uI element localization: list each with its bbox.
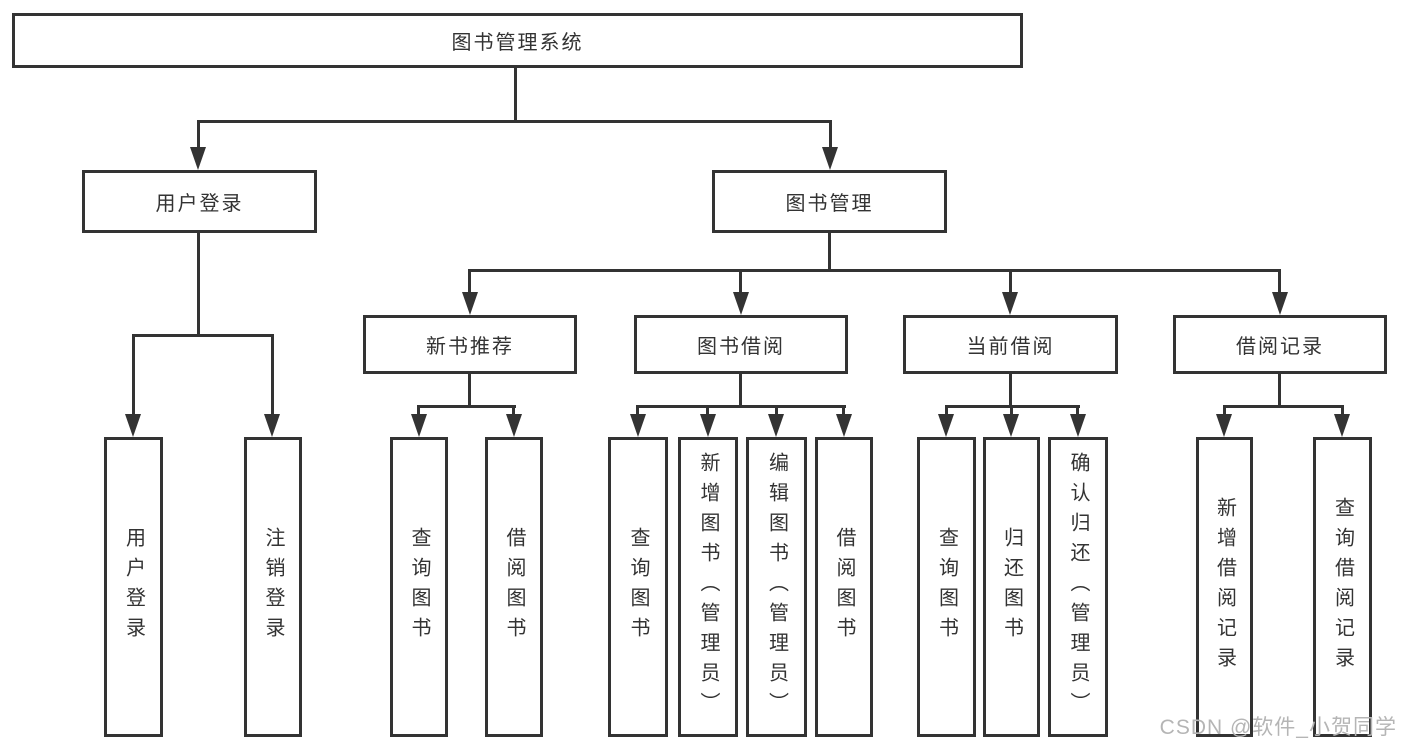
arrow-down-icon xyxy=(1272,292,1288,315)
connector-vline xyxy=(829,120,832,148)
connector-vline xyxy=(197,120,200,148)
node-label: 借阅图书 xyxy=(503,527,525,647)
connector-hline xyxy=(197,120,832,123)
node-borrowing-records: 借阅记录 xyxy=(1173,315,1387,374)
connector-vline xyxy=(706,405,709,416)
node-label: 查询图书 xyxy=(627,527,649,647)
node-label: 新增借阅记录 xyxy=(1213,497,1236,677)
node-label: 图书借阅 xyxy=(697,336,785,358)
arrow-down-icon xyxy=(768,414,784,437)
node-current-borrowing: 当前借阅 xyxy=(903,315,1118,374)
node-library-management-system: 图书管理系统 xyxy=(12,13,1023,68)
connector-vline xyxy=(514,68,517,122)
connector-vline xyxy=(636,405,639,416)
node-label: 图书管理 xyxy=(785,193,874,215)
connector-vline xyxy=(417,405,420,416)
arrow-down-icon xyxy=(733,292,749,315)
node-query-borrow-record: 查询借阅记录 xyxy=(1313,437,1372,737)
connector-vline xyxy=(945,405,948,416)
node-book-management: 图书管理 xyxy=(712,170,947,233)
arrow-down-icon xyxy=(630,414,646,437)
arrow-down-icon xyxy=(506,414,522,437)
node-label: 用户登录 xyxy=(155,193,244,215)
node-label: 借阅记录 xyxy=(1236,336,1324,358)
node-label: 新书推荐 xyxy=(426,336,514,358)
connector-vline xyxy=(468,374,471,408)
node-label: 新增图书（管理员） xyxy=(697,452,719,722)
node-label: 用户登录 xyxy=(122,527,145,647)
connector-vline xyxy=(828,233,831,272)
node-label: 编辑图书（管理员） xyxy=(765,452,788,722)
node-logout: 注销登录 xyxy=(244,437,302,737)
arrow-down-icon xyxy=(125,414,141,437)
node-user-login: 用户登录 xyxy=(82,170,317,233)
arrow-down-icon xyxy=(1334,414,1350,437)
node-confirm-return-admin: 确认归还（管理员） xyxy=(1048,437,1108,737)
connector-vline xyxy=(739,269,742,294)
connector-vline xyxy=(1278,374,1281,408)
connector-vline xyxy=(468,269,471,294)
connector-hline xyxy=(636,405,846,408)
arrow-down-icon xyxy=(822,147,838,170)
node-new-book-recommendation: 新书推荐 xyxy=(363,315,577,374)
connector-vline xyxy=(512,405,515,416)
arrow-down-icon xyxy=(1216,414,1232,437)
arrow-down-icon xyxy=(1070,414,1086,437)
connector-vline xyxy=(1009,374,1012,408)
arrow-down-icon xyxy=(1002,292,1018,315)
connector-vline xyxy=(842,405,845,416)
node-user-login-leaf: 用户登录 xyxy=(104,437,163,737)
node-label: 查询图书 xyxy=(408,527,430,647)
connector-hline xyxy=(1223,405,1344,408)
node-book-borrowing: 图书借阅 xyxy=(634,315,848,374)
arrow-down-icon xyxy=(411,414,427,437)
connector-hline xyxy=(417,405,516,408)
node-label: 借阅图书 xyxy=(833,527,855,647)
connector-vline xyxy=(132,334,135,416)
connector-vline xyxy=(1341,405,1344,416)
node-label: 当前借阅 xyxy=(966,336,1055,358)
connector-hline xyxy=(468,269,1281,272)
arrow-down-icon xyxy=(190,147,206,170)
connector-vline xyxy=(271,334,274,416)
csdn-watermark: CSDN @软件_小贺同学 xyxy=(1159,716,1397,739)
node-add-books-admin: 新增图书（管理员） xyxy=(678,437,738,737)
node-label: 归还图书 xyxy=(1000,527,1023,647)
arrow-down-icon xyxy=(938,414,954,437)
connector-vline xyxy=(197,233,200,337)
arrow-down-icon xyxy=(1003,414,1019,437)
connector-vline xyxy=(775,405,778,416)
node-label: 图书管理系统 xyxy=(451,32,584,54)
node-label: 注销登录 xyxy=(262,527,284,647)
connector-vline xyxy=(1009,269,1012,294)
node-label: 确认归还（管理员） xyxy=(1067,452,1089,722)
connector-hline xyxy=(132,334,274,337)
node-borrow-books-borrowing: 借阅图书 xyxy=(815,437,873,737)
arrow-down-icon xyxy=(462,292,478,315)
connector-vline xyxy=(1076,405,1079,416)
node-label: 查询图书 xyxy=(935,527,958,647)
connector-vline xyxy=(1010,405,1013,416)
node-query-books-current: 查询图书 xyxy=(917,437,976,737)
connector-vline xyxy=(1278,269,1281,294)
node-label: 查询借阅记录 xyxy=(1331,497,1354,677)
arrow-down-icon xyxy=(700,414,716,437)
node-add-borrow-record: 新增借阅记录 xyxy=(1196,437,1253,737)
arrow-down-icon xyxy=(264,414,280,437)
node-borrow-books-recommend: 借阅图书 xyxy=(485,437,543,737)
arrow-down-icon xyxy=(836,414,852,437)
node-query-books-borrowing: 查询图书 xyxy=(608,437,668,737)
connector-vline xyxy=(1223,405,1226,416)
node-return-books: 归还图书 xyxy=(983,437,1040,737)
node-query-books-recommend: 查询图书 xyxy=(390,437,448,737)
connector-vline xyxy=(739,374,742,408)
node-edit-books-admin: 编辑图书（管理员） xyxy=(746,437,807,737)
